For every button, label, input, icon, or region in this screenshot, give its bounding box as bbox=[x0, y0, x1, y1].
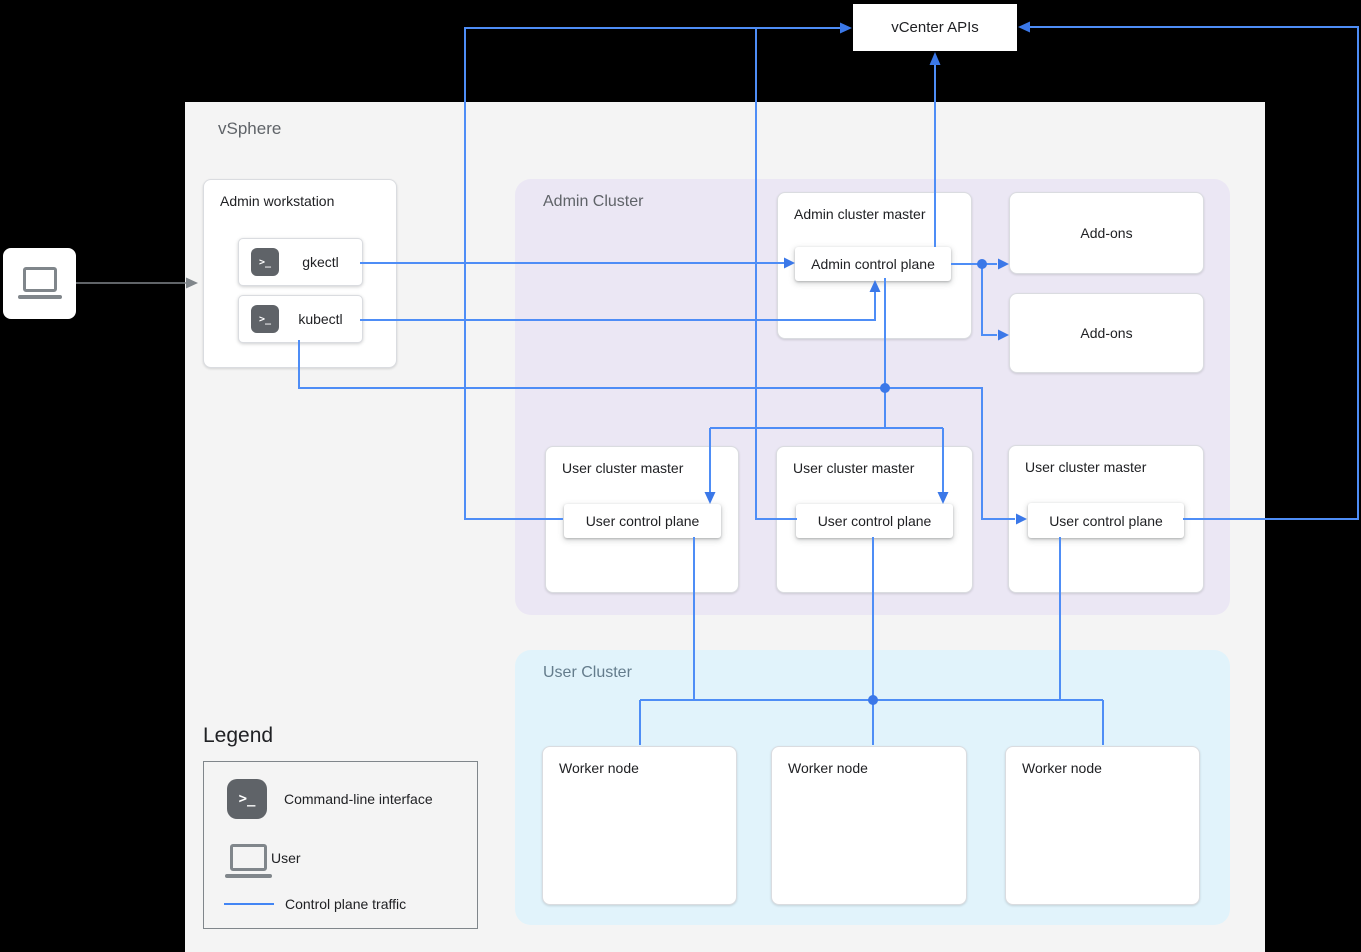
legend-box: >_ Command-line interface User Control p… bbox=[203, 761, 478, 929]
control-plane-traffic-line-sample bbox=[224, 903, 274, 905]
user-control-plane-box-1: User control plane bbox=[564, 504, 721, 538]
vsphere-region: vSphere Admin workstation >_ gkectl >_ k… bbox=[185, 102, 1265, 952]
legend-item-user: User bbox=[224, 841, 301, 878]
legend-item-label: User bbox=[271, 850, 301, 866]
user-cluster-label: User Cluster bbox=[543, 664, 632, 681]
user-cluster-master-box-1: User cluster master User control plane bbox=[545, 446, 739, 593]
gkectl-box: >_ gkectl bbox=[238, 238, 363, 286]
user-cluster-master-title: User cluster master bbox=[793, 460, 915, 476]
worker-node-box-2: Worker node bbox=[771, 746, 967, 905]
user-box bbox=[3, 248, 76, 319]
worker-node-title: Worker node bbox=[559, 760, 639, 776]
terminal-icon: >_ bbox=[251, 248, 279, 276]
user-control-plane-box-2: User control plane bbox=[796, 504, 953, 538]
vsphere-label: vSphere bbox=[218, 119, 282, 138]
legend-item-label: Control plane traffic bbox=[285, 896, 407, 912]
arrowhead-into-vcenter-right bbox=[1018, 21, 1030, 33]
legend-item-label: Command-line interface bbox=[284, 791, 433, 807]
addons-box: Add-ons bbox=[1009, 192, 1204, 274]
arrowhead-into-vcenter-left bbox=[840, 22, 852, 34]
addons-box: Add-ons bbox=[1009, 293, 1204, 373]
legend-item-control-plane-traffic: Control plane traffic bbox=[224, 893, 406, 915]
arrowhead-into-vcenter-bottom bbox=[929, 52, 941, 65]
vcenter-apis-label: vCenter APIs bbox=[891, 19, 979, 36]
worker-node-box-1: Worker node bbox=[542, 746, 737, 905]
worker-node-box-3: Worker node bbox=[1005, 746, 1200, 905]
kubectl-label: kubectl bbox=[298, 311, 343, 327]
legend-item-cli: >_ Command-line interface bbox=[227, 779, 433, 819]
terminal-icon: >_ bbox=[251, 305, 279, 333]
gkectl-label: gkectl bbox=[302, 254, 339, 270]
user-cluster-master-box-3: User cluster master User control plane bbox=[1008, 445, 1204, 593]
terminal-icon: >_ bbox=[227, 779, 267, 819]
user-cluster-master-title: User cluster master bbox=[1025, 459, 1147, 475]
vcenter-apis-box: vCenter APIs bbox=[853, 4, 1017, 51]
admin-workstation-title: Admin workstation bbox=[220, 193, 335, 209]
user-control-plane-box-3: User control plane bbox=[1028, 503, 1184, 538]
admin-cluster-master-title: Admin cluster master bbox=[794, 206, 926, 222]
kubectl-box: >_ kubectl bbox=[238, 295, 363, 343]
user-cluster-master-box-2: User cluster master User control plane bbox=[776, 446, 973, 593]
admin-control-plane-box: Admin control plane bbox=[795, 247, 951, 281]
user-cluster-region: User Cluster Worker node Worker node Wor… bbox=[515, 650, 1230, 925]
worker-node-title: Worker node bbox=[1022, 760, 1102, 776]
laptop-icon bbox=[224, 844, 272, 878]
user-cluster-master-title: User cluster master bbox=[562, 460, 684, 476]
admin-workstation-box: Admin workstation >_ gkectl >_ kubectl bbox=[203, 179, 397, 368]
admin-cluster-region: Admin Cluster Admin cluster master Admin… bbox=[515, 179, 1230, 615]
laptop-icon bbox=[17, 266, 62, 299]
worker-node-title: Worker node bbox=[788, 760, 868, 776]
admin-cluster-label: Admin Cluster bbox=[543, 193, 644, 210]
legend-title: Legend bbox=[203, 724, 274, 747]
